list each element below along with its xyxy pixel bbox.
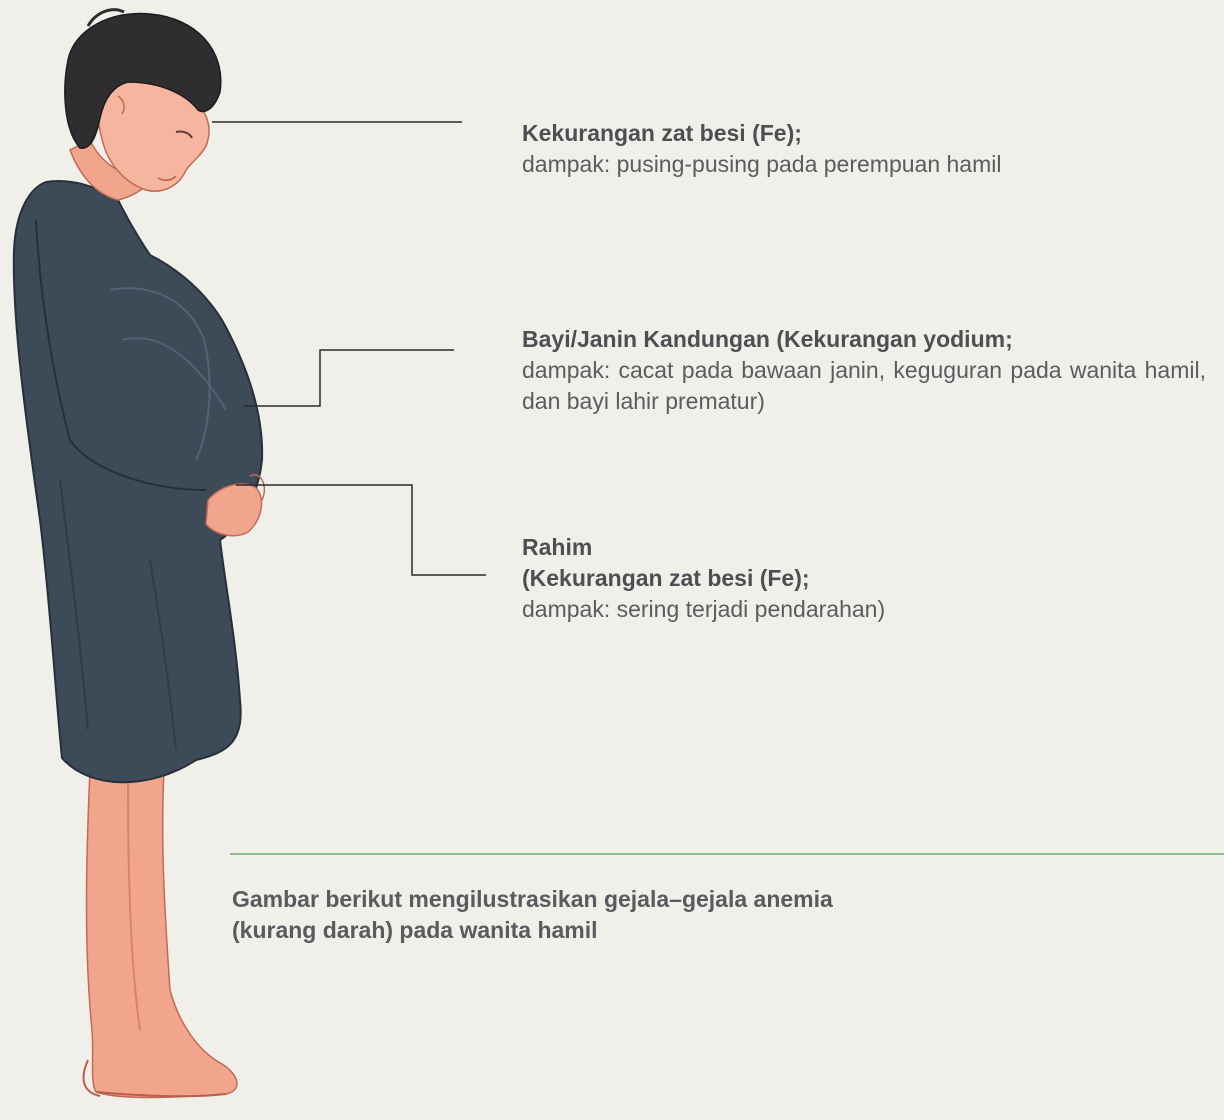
caption-line-2: (kurang darah) pada wanita hamil	[232, 915, 1012, 946]
callout-text: dampak: cacat pada bawaan janin, kegugur…	[522, 355, 1206, 417]
caption-line-1: Gambar berikut mengilustrasikan gejala–g…	[232, 884, 1012, 915]
legs	[84, 770, 237, 1098]
callout-iron-deficiency: Kekurangan zat besi (Fe); dampak: pusing…	[522, 118, 1202, 180]
callout-subtitle: (Kekurangan zat besi (Fe);	[522, 563, 1202, 594]
figure-caption: Gambar berikut mengilustrasikan gejala–g…	[232, 884, 1012, 946]
callout-title: Bayi/Janin Kandungan (Kekurangan yodium;	[522, 324, 1206, 355]
callout-title: Rahim	[522, 532, 1202, 563]
callout-fetus: Bayi/Janin Kandungan (Kekurangan yodium;…	[522, 324, 1206, 417]
callout-text: dampak: sering terjadi pendarahan)	[522, 594, 1202, 625]
callout-uterus: Rahim (Kekurangan zat besi (Fe); dampak:…	[522, 532, 1202, 625]
callout-text: dampak: pusing-pusing pada perempuan ham…	[522, 149, 1202, 180]
leader-line-baby	[244, 350, 454, 406]
leader-line-uterus	[236, 485, 486, 575]
dress	[14, 181, 262, 782]
head	[65, 10, 221, 200]
callout-title: Kekurangan zat besi (Fe);	[522, 118, 1202, 149]
